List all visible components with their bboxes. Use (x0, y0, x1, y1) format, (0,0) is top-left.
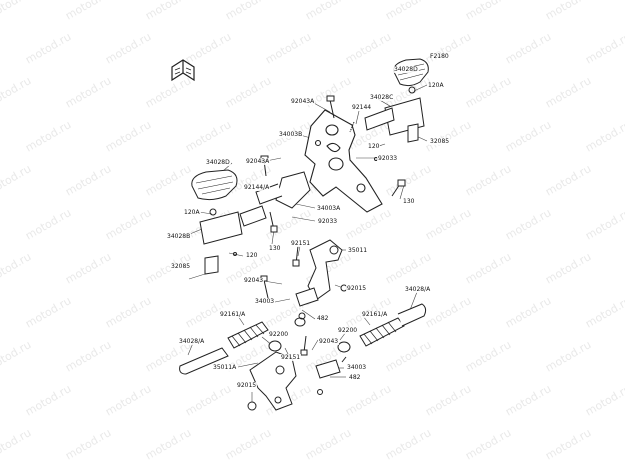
rider-footpeg-right (337, 303, 427, 353)
label-92043: 92043 (318, 338, 340, 345)
label-92161a: 92161/A (219, 311, 247, 318)
label-482: 482 (316, 315, 330, 322)
label-482: 482 (348, 374, 362, 381)
label-34003: 34003 (254, 298, 276, 305)
label-92033: 92033 (377, 155, 399, 162)
label-34028b: 34028B (166, 233, 192, 240)
label-120: 120 (367, 143, 381, 150)
label-92043a: 92043A (245, 158, 271, 165)
label-92144: 92144 (351, 104, 373, 111)
label-120a: 120A (427, 82, 445, 89)
label-130: 130 (402, 198, 416, 205)
label-92200: 92200 (268, 331, 290, 338)
rider-footpeg-left (179, 321, 282, 375)
label-32085: 32085 (429, 138, 451, 145)
label-120: 120 (245, 252, 259, 259)
label-35011a: 35011A (212, 364, 238, 371)
diagram-code: F2180 (430, 53, 449, 60)
footpeg-rear-right (364, 58, 429, 143)
main-bracket-plate (304, 109, 383, 213)
label-92161a: 92161/A (361, 311, 389, 318)
label-32085: 32085 (170, 263, 192, 270)
label-92043a: 92043A (290, 98, 316, 105)
small-bracket (255, 171, 311, 233)
label-92015: 92015 (346, 285, 368, 292)
label-34028c: 34028C (369, 94, 395, 101)
label-34003b: 34003B (278, 131, 304, 138)
rider-bracket-right (294, 239, 343, 327)
footpeg-rear-left (191, 169, 267, 275)
label-34028d: 34028D (393, 66, 419, 73)
label-120a: 120A (183, 209, 201, 216)
label-92015: 92015 (236, 382, 258, 389)
label-34003a: 34003A (316, 205, 342, 212)
label-92144a: 92144/A (243, 184, 271, 191)
book-icon (171, 59, 195, 82)
label-92151: 92151 (290, 240, 312, 247)
label-130: 130 (268, 245, 282, 252)
label-34003: 34003 (346, 364, 368, 371)
rider-bracket-left (249, 351, 341, 411)
label-34028a: 34028/A (404, 286, 432, 293)
label-34028a: 34028/A (178, 338, 206, 345)
label-92033: 92033 (317, 218, 339, 225)
label-92043: 92043 (243, 277, 265, 284)
label-92200: 92200 (337, 327, 359, 334)
label-35011: 35011 (347, 247, 369, 254)
label-92151: 92151 (280, 354, 302, 361)
watermark-text: motod.ru (623, 0, 625, 23)
label-34028d: 34028D (205, 159, 231, 166)
